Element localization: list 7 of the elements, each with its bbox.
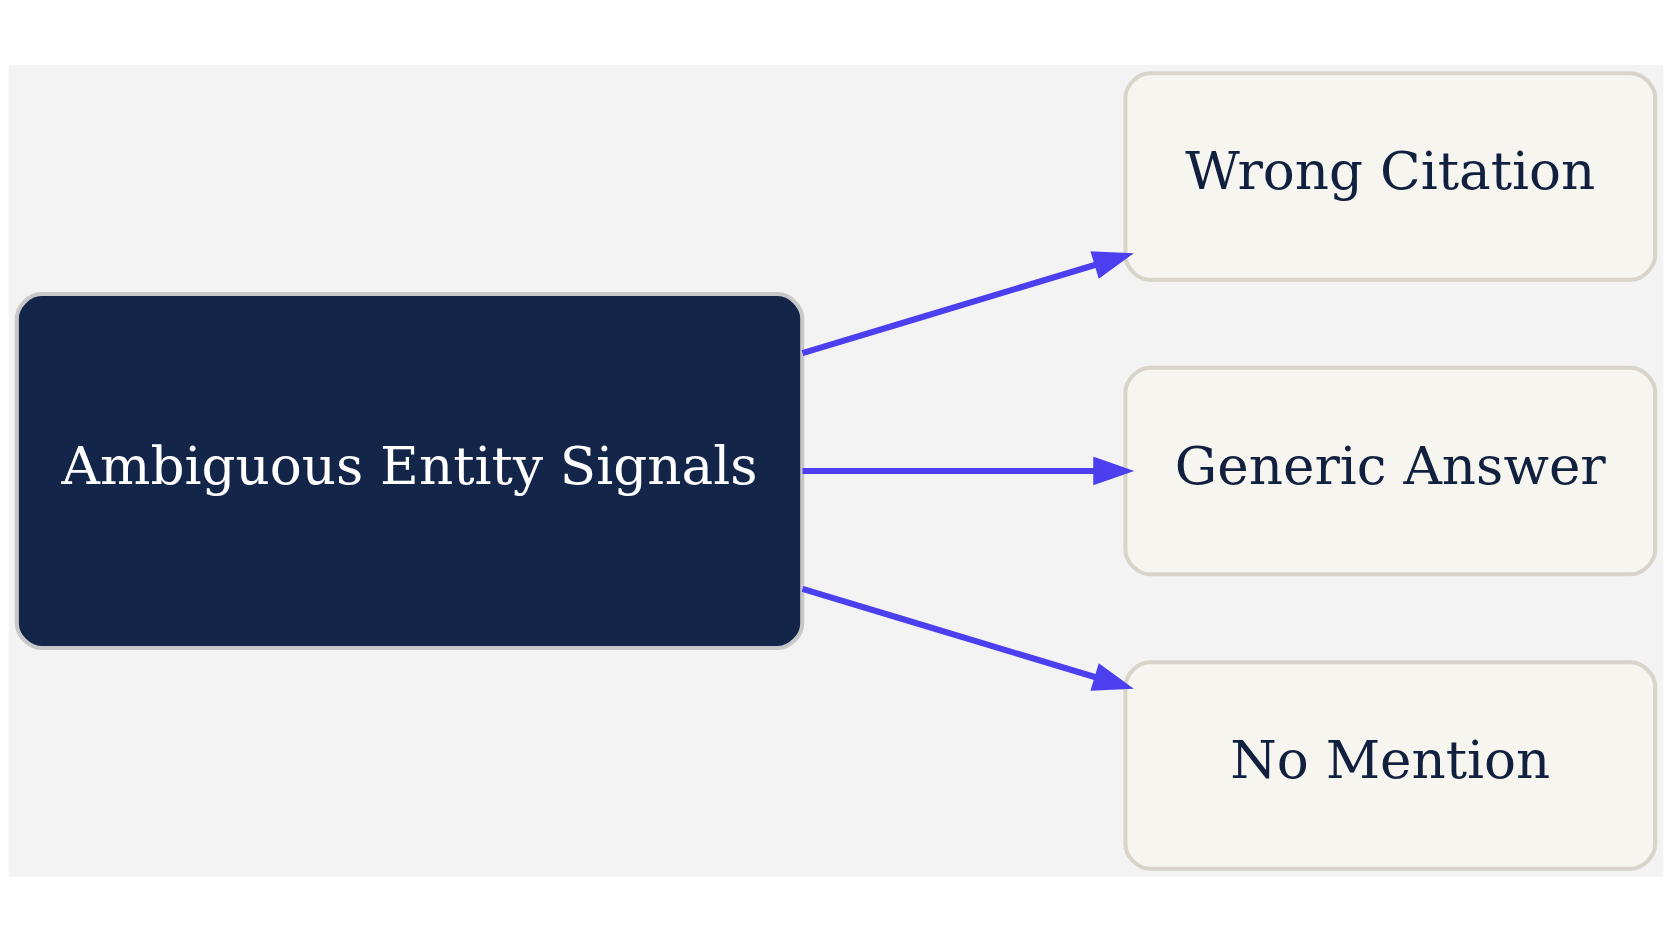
arrow: [801, 585, 1134, 691]
node-box: Wrong Citation: [1123, 70, 1658, 282]
node-box: Generic Answer: [1123, 365, 1658, 576]
arrow: [801, 250, 1134, 356]
node-box: No Mention: [1123, 659, 1658, 871]
arrow: [802, 456, 1135, 485]
node-box: Ambiguous Entity Signals: [14, 291, 805, 650]
